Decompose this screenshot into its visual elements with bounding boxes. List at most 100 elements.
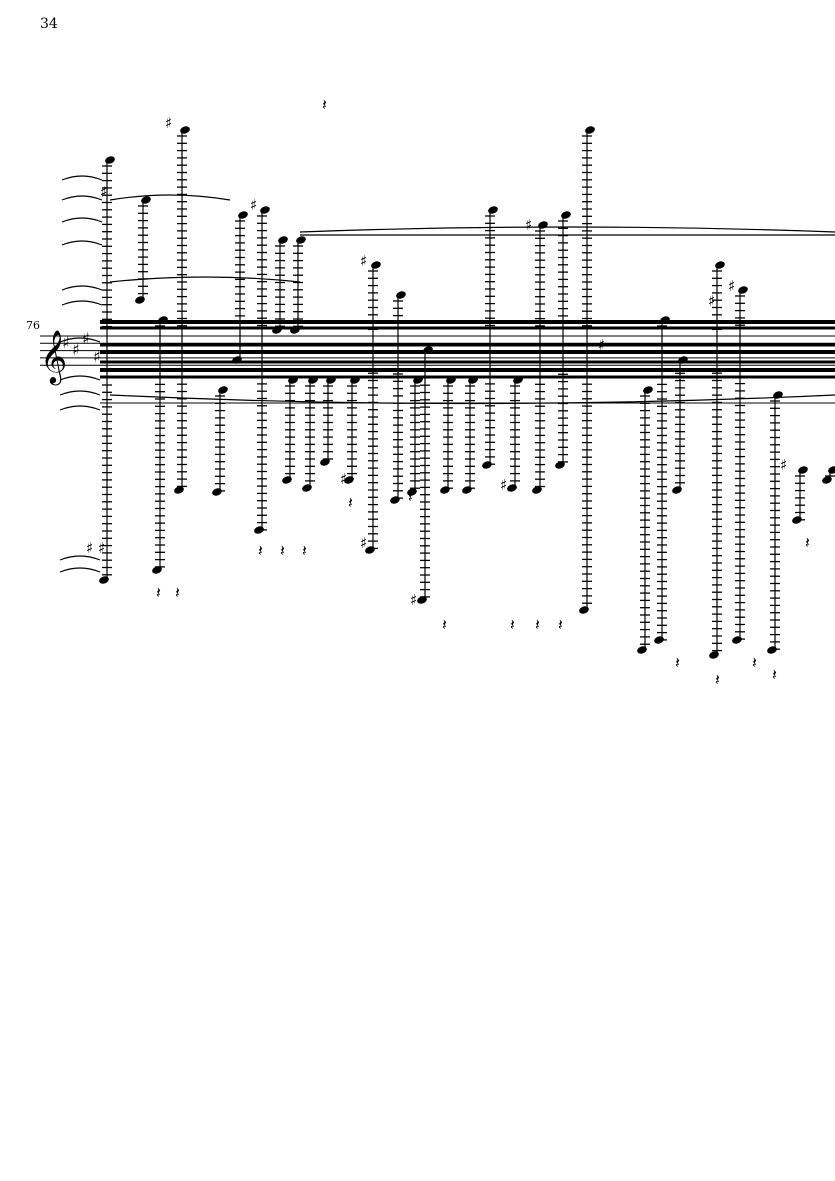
notehead [158,316,168,324]
notehead [152,566,162,574]
sharp-icon: ♯ [708,292,715,310]
quarter-rest-icon: 𝄽 [408,487,413,506]
notehead [135,296,145,304]
tie [61,217,103,223]
notehead [344,476,354,484]
notehead [561,211,571,219]
notehead [212,488,222,496]
notehead [99,576,109,584]
tie [59,390,101,396]
sharp-icon: ♯ [360,252,367,270]
sharp-icon: ♯ [72,340,80,359]
sharp-icon: ♯ [728,277,735,295]
measure-number: 76 [26,319,40,332]
sharp-icon: ♯ [86,539,93,557]
notehead [288,376,298,384]
notehead [440,486,450,494]
notehead [767,646,777,654]
sharp-icon: ♯ [62,333,70,352]
notehead [828,466,835,474]
tie [59,555,101,561]
sharp-icon: ♯ [360,534,367,552]
sharp-icon: ♯ [250,196,257,214]
notehead [254,526,264,534]
notehead [371,261,381,269]
notehead [446,376,456,384]
tie [61,285,103,291]
notehead [513,376,523,384]
sharp-icon: ♯ [98,539,105,557]
quarter-rest-icon: 𝄽 [175,583,180,602]
notehead [290,326,300,334]
notehead [798,466,808,474]
notehead [643,386,653,394]
rests: 𝄽𝄽𝄽𝄽𝄽𝄽𝄽𝄽𝄽𝄽𝄽𝄽𝄽𝄽𝄽𝄽𝄽 [156,95,810,689]
notehead [350,376,360,384]
sharp-icon: ♯ [93,347,101,366]
notehead [326,376,336,384]
notehead [282,476,292,484]
quarter-rest-icon: 𝄽 [558,615,563,634]
slur [109,276,301,283]
notehead [365,546,375,554]
quarter-rest-icon: 𝄽 [772,665,777,684]
sharp-icon: ♯ [340,470,347,488]
sharp-icon: ♯ [780,456,787,474]
sharp-icon: ♯ [598,336,605,354]
notehead [678,356,688,364]
notehead [232,356,242,364]
sharp-icon: ♯ [500,476,507,494]
svg-text:𝄞: 𝄞 [40,329,67,385]
key-signature: ♯♯♯♯ [62,329,101,366]
notehead [462,486,472,494]
notehead [585,126,595,134]
notehead [396,291,406,299]
quarter-rest-icon: 𝄽 [156,583,161,602]
notehead [507,484,517,492]
stems [102,130,835,655]
notehead [488,206,498,214]
notehead [715,261,725,269]
notehead [709,651,719,659]
notehead [637,646,647,654]
notehead [660,316,670,324]
notehead [792,516,802,524]
slur [299,226,835,233]
notehead [320,458,330,466]
treble-clef-icon: 𝄞 [40,329,67,385]
tie [59,405,101,411]
quarter-rest-icon: 𝄽 [442,615,447,634]
quarter-rest-icon: 𝄽 [322,95,327,114]
sharp-icon: ♯ [410,591,417,609]
notehead [532,486,542,494]
notehead [272,326,282,334]
page-number: 34 [40,16,58,32]
noteheads: ♯♯♯♯♯♯♯♯♯♯♯♯♯♯♯ [86,114,835,659]
sharp-icon: ♯ [525,216,532,234]
notehead [732,636,742,644]
quarter-rest-icon: 𝄽 [535,615,540,634]
quarter-rest-icon: 𝄽 [348,493,353,512]
tie [59,375,101,381]
quarter-rest-icon: 𝄽 [302,541,307,560]
notehead [180,126,190,134]
tie [61,240,103,246]
notehead [654,636,664,644]
notehead [482,461,492,469]
notehead [538,221,548,229]
notehead [738,286,748,294]
notehead [390,496,400,504]
notehead [174,486,184,494]
quarter-rest-icon: 𝄽 [805,533,810,552]
ties [59,175,835,573]
quarter-rest-icon: 𝄽 [510,615,515,634]
beams [100,234,835,404]
tie [59,567,101,573]
tie [59,337,101,343]
notehead [260,206,270,214]
notehead [579,606,589,614]
notehead [302,484,312,492]
notehead [296,236,306,244]
notehead [417,596,427,604]
